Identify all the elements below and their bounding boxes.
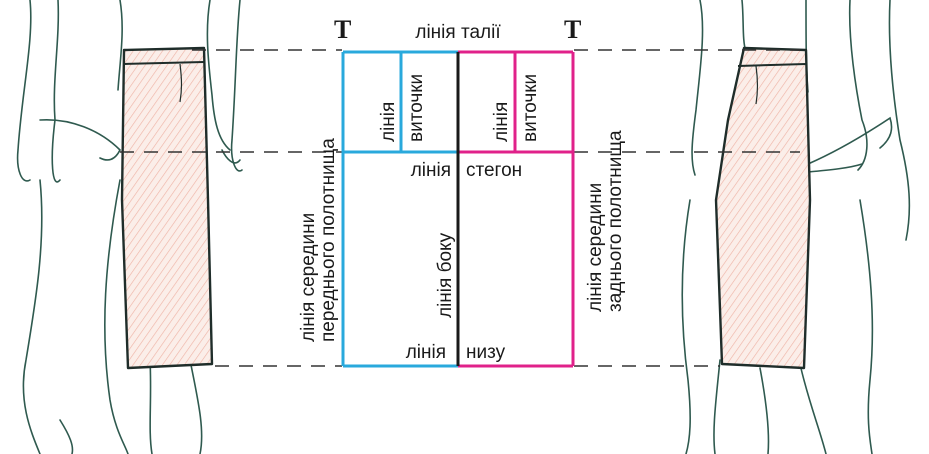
front-center-label-2: переднього полотнища — [318, 138, 339, 342]
front-skirt-fabric — [120, 46, 214, 370]
waist-marker-right: Т — [564, 15, 581, 44]
back-dart-label-1: лінія — [491, 102, 512, 142]
back-skirt-fabric — [714, 46, 812, 370]
hem-line-label-left: лінія — [406, 342, 446, 363]
hip-line-label-right: стегон — [466, 160, 522, 181]
front-center-label-1: лінія середини — [298, 213, 319, 342]
back-panel-draft — [458, 50, 575, 368]
hem-line-label-right: низу — [466, 342, 506, 363]
back-center-label-2: заднього полотнища — [605, 130, 626, 312]
guide-lines — [120, 49, 800, 367]
back-dart-label-2: виточки — [520, 74, 541, 142]
back-center-label-1: лінія середини — [585, 183, 606, 312]
front-panel-draft — [341, 50, 458, 368]
waist-line-label: лінія талії — [415, 22, 501, 43]
waist-marker-left: Т — [334, 15, 351, 44]
front-dart-label-1: лінія — [378, 102, 399, 142]
back-skirt-waistband — [737, 63, 807, 67]
back-skirt-dart — [755, 65, 759, 105]
front-skirt-dart — [179, 63, 183, 103]
hip-line-label-left: лінія — [411, 160, 451, 181]
front-dart-label-2: виточки — [406, 74, 427, 142]
side-line-label: лінія боку — [435, 232, 456, 318]
front-skirt-waistband — [123, 61, 205, 65]
